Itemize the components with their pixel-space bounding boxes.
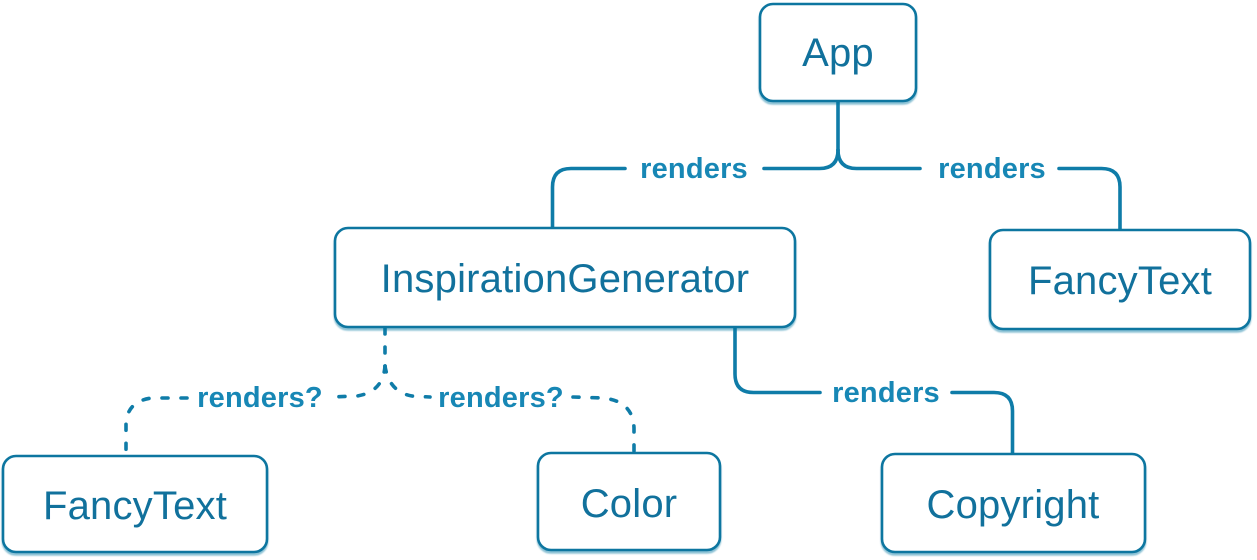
- edge-segment: [330, 364, 387, 399]
- edge-segment: [571, 395, 636, 453]
- node-label: Copyright: [927, 483, 1100, 527]
- edge-segment: [124, 396, 189, 456]
- node-copyright: Copyright: [880, 452, 1147, 554]
- edge-segment: [836, 148, 922, 171]
- node-box: [536, 451, 722, 552]
- node-inspiration-generator: InspirationGenerator: [333, 226, 797, 329]
- node-label: FancyText: [43, 484, 227, 528]
- node-label: App: [802, 31, 874, 75]
- edge-segment: [383, 364, 432, 399]
- node-box: [758, 2, 918, 103]
- node-label: FancyText: [1028, 259, 1212, 303]
- node-box: [333, 226, 797, 329]
- node-label: Color: [581, 482, 678, 526]
- edge-inspirationgenerator-copyright: renders: [733, 326, 1015, 455]
- node-app: App: [758, 2, 918, 103]
- edge-label-renders: renders: [640, 153, 748, 185]
- edge-inspirationgenerator-fancytext: renders?: [124, 326, 387, 456]
- node-label: InspirationGenerator: [381, 257, 750, 301]
- edge-segment: [950, 390, 1015, 455]
- node-fancy-text-bottom: FancyText: [1, 454, 269, 554]
- node-box: [1, 454, 269, 554]
- node-box: [988, 228, 1252, 331]
- edge-label-renders-question: renders?: [438, 382, 564, 414]
- edge-label-renders-question: renders?: [197, 382, 323, 414]
- node-box: [880, 452, 1147, 554]
- edge-app-fancytext: renders: [836, 148, 1122, 231]
- edge-segment: [1057, 166, 1122, 231]
- edge-app-inspirationgenerator: renders: [550, 99, 840, 229]
- edge-segment: [733, 326, 822, 395]
- edge-segment: [762, 148, 840, 171]
- node-fancy-text-top: FancyText: [988, 228, 1252, 331]
- edge-segment: [550, 166, 627, 229]
- edge-label-renders: renders: [938, 153, 1046, 185]
- node-color: Color: [536, 451, 722, 552]
- edge-label-renders: renders: [832, 377, 940, 409]
- edge-inspirationgenerator-color: renders?: [383, 364, 636, 453]
